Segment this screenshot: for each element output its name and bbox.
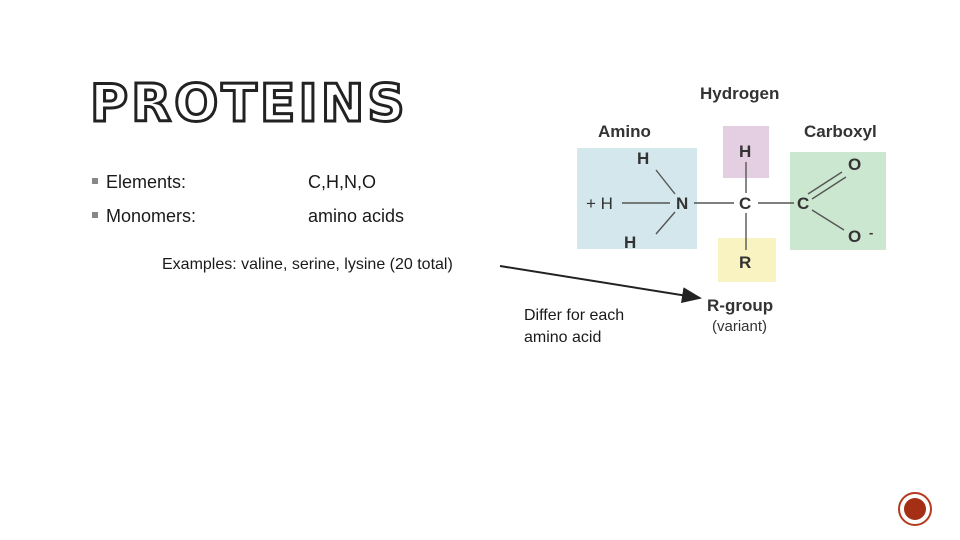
atom-r: R (739, 253, 752, 272)
atom-plus-h: + H (586, 194, 613, 213)
bond-c-o-double-b (811, 176, 847, 200)
variant-label: (variant) (712, 318, 768, 335)
amino-group-region (577, 148, 697, 249)
atom-o-bottom: O (848, 227, 862, 246)
r-group-region (718, 238, 776, 282)
atom-o-top: O (848, 155, 862, 174)
bullet-label: Elements: (106, 172, 187, 192)
slide-title: PROTEINS (89, 74, 408, 134)
r-group-label: R-group (707, 296, 774, 315)
bullet-value: C,H,N,O (308, 172, 377, 192)
bullet-square-icon (92, 212, 98, 218)
atom-n: N (676, 194, 689, 213)
bond-n-h-bottom (655, 211, 676, 235)
amino-label: Amino (598, 122, 651, 141)
logo-inner-disc (904, 498, 926, 520)
atom-h-amino-bottom: H (624, 233, 637, 252)
pointer-arrow (499, 265, 702, 304)
hydrogen-label: Hydrogen (700, 84, 780, 103)
atom-c-carboxyl: C (797, 194, 810, 213)
bullet-value: amino acids (308, 206, 405, 226)
atom-h-amino-top: H (637, 149, 650, 168)
bond-c-o-double-a (807, 171, 843, 195)
oxygen-charge: - (869, 225, 874, 240)
carboxyl-group-region (790, 152, 886, 250)
examples-text: Examples: valine, serine, lysine (20 tot… (162, 256, 453, 273)
atom-h-hydrogen: H (739, 142, 752, 161)
bond-n-h-top (655, 169, 676, 195)
atom-c-alpha: C (739, 194, 752, 213)
bullet-square-icon (92, 178, 98, 184)
corner-logo-icon (898, 492, 932, 526)
bullet-label: Monomers: (106, 206, 197, 226)
bond-c-o-single (811, 209, 845, 231)
carboxyl-label: Carboxyl (804, 122, 877, 141)
r-group-note: Differ for each amino acid (524, 307, 625, 346)
